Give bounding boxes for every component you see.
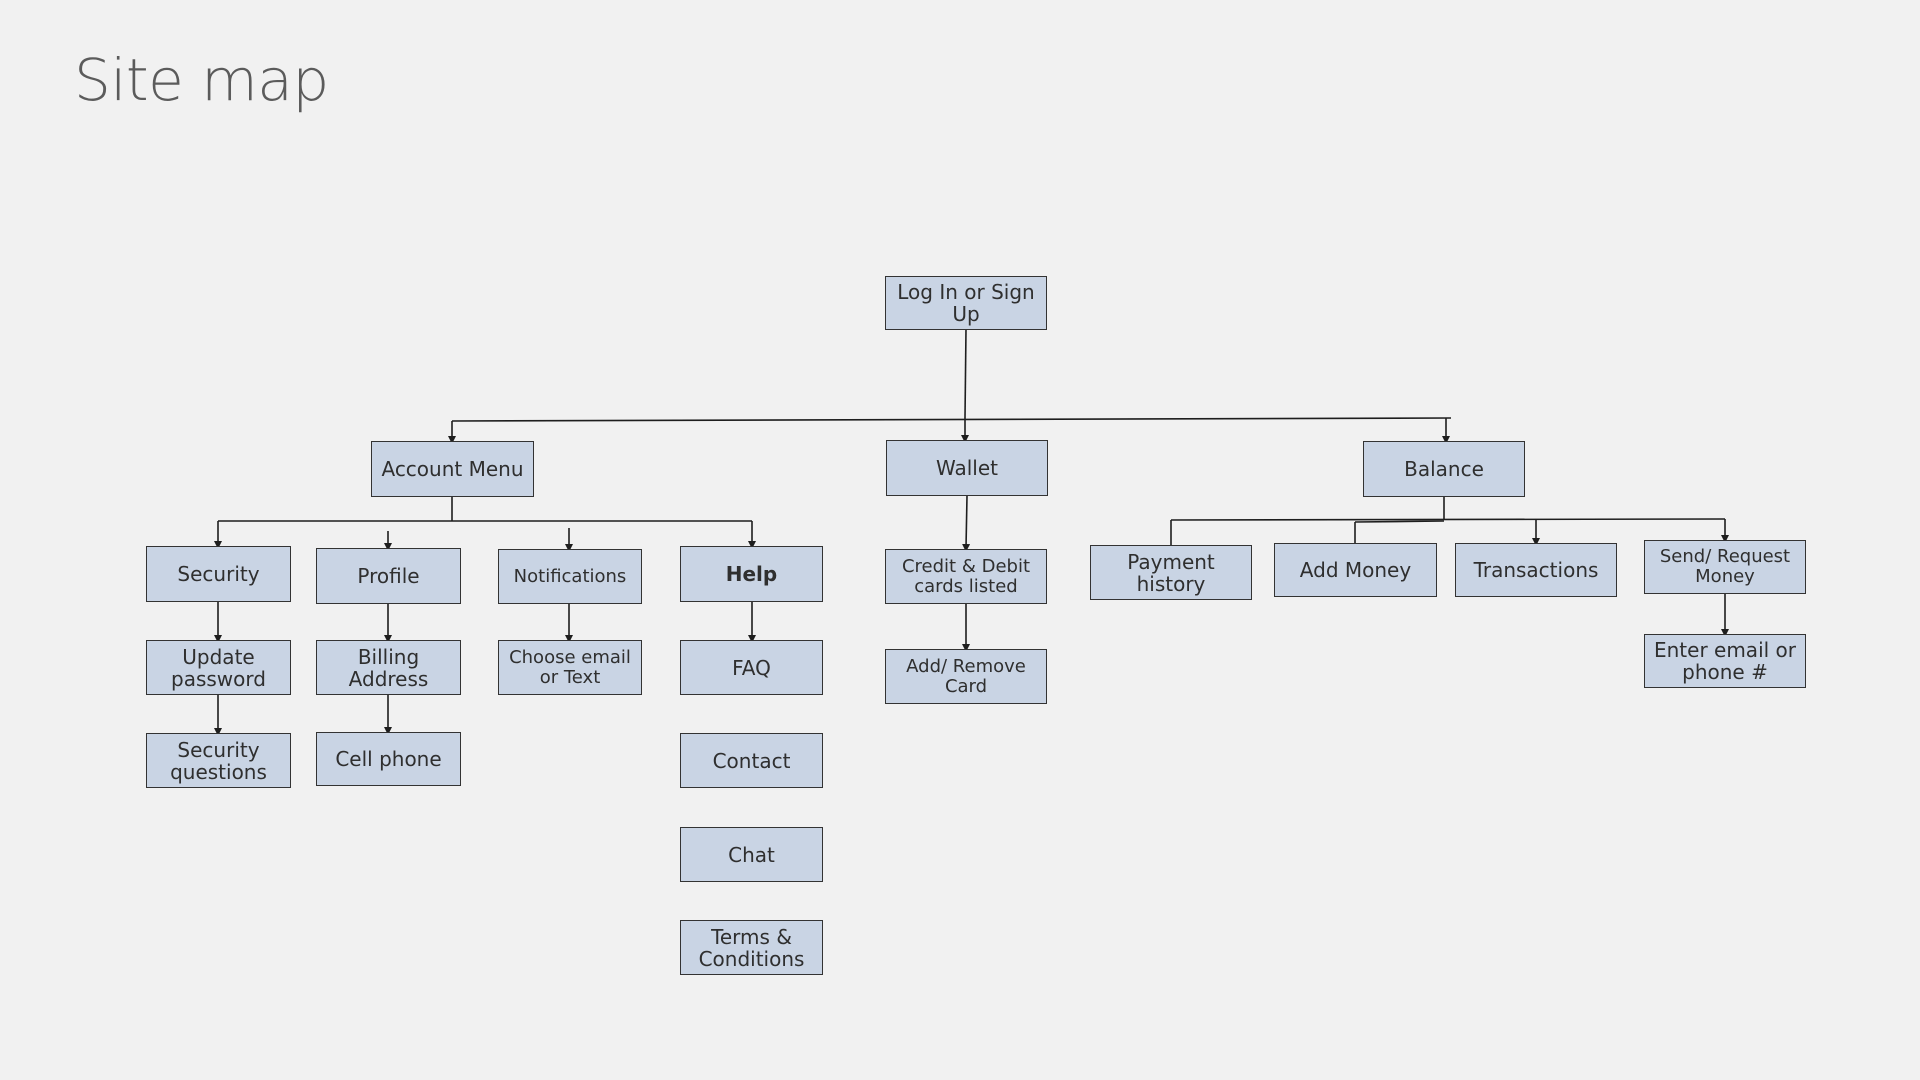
node-security-questions: Security questions — [146, 733, 291, 788]
node-enter-email-phone: Enter email or phone # — [1644, 634, 1806, 688]
node-terms-conditions: Terms & Conditions — [680, 920, 823, 975]
node-login-signup: Log In or Sign Up — [885, 276, 1047, 330]
page-title: Site map — [74, 46, 329, 114]
node-cell-phone: Cell phone — [316, 732, 461, 786]
node-contact: Contact — [680, 733, 823, 788]
edge-wallet-cards — [962, 495, 971, 552]
node-choose-email-text: Choose email or Text — [498, 640, 642, 695]
node-add-remove-card: Add/ Remove Card — [885, 649, 1047, 704]
node-payment-history: Payment history — [1090, 545, 1252, 600]
node-cards-listed: Credit & Debit cards listed — [885, 549, 1047, 604]
node-security: Security — [146, 546, 291, 602]
node-chat: Chat — [680, 827, 823, 882]
node-send-request-money: Send/ Request Money — [1644, 540, 1806, 594]
node-update-password: Update password — [146, 640, 291, 695]
node-faq: FAQ — [680, 640, 823, 695]
node-notifications: Notifications — [498, 549, 642, 604]
edge-level1-bus — [451, 417, 1452, 422]
node-profile: Profile — [316, 548, 461, 604]
edge-root-trunk — [964, 328, 967, 419]
node-account-menu: Account Menu — [371, 441, 534, 497]
node-balance: Balance — [1363, 441, 1525, 497]
edge-balance-bus — [1170, 518, 1726, 521]
edge-balance-bus-2 — [1354, 520, 1445, 523]
node-help: Help — [680, 546, 823, 602]
node-wallet: Wallet — [886, 440, 1048, 496]
node-billing-address: Billing Address — [316, 640, 461, 695]
node-add-money: Add Money — [1274, 543, 1437, 597]
node-transactions: Transactions — [1455, 543, 1617, 597]
